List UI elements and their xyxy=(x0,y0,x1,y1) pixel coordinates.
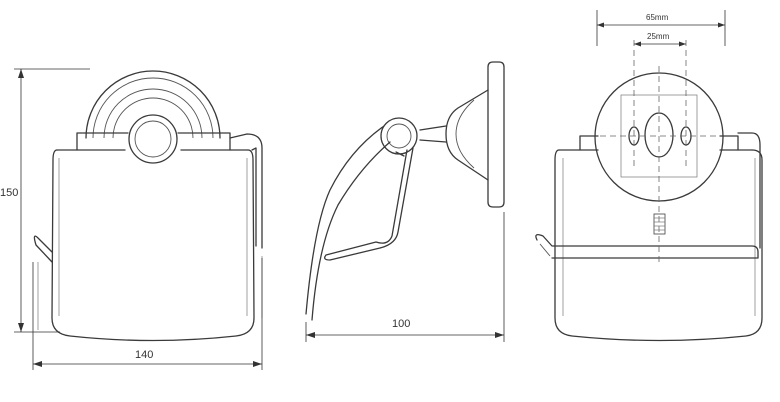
hole-inner-label: 25mm xyxy=(647,32,670,41)
depth-dimension: 100 xyxy=(305,212,505,342)
hole-inner-dimension: 25mm xyxy=(634,32,686,47)
hole-outer-dimension: 65mm xyxy=(596,10,726,46)
height-dimension: 150 xyxy=(0,68,90,333)
height-label: 150 xyxy=(0,187,18,199)
width-dimension: 140 xyxy=(32,258,263,370)
back-view xyxy=(535,40,763,342)
hole-outer-label: 65mm xyxy=(646,13,669,22)
depth-label: 100 xyxy=(392,318,410,330)
front-view xyxy=(33,70,263,342)
side-view xyxy=(305,61,505,321)
width-label: 140 xyxy=(135,349,153,361)
